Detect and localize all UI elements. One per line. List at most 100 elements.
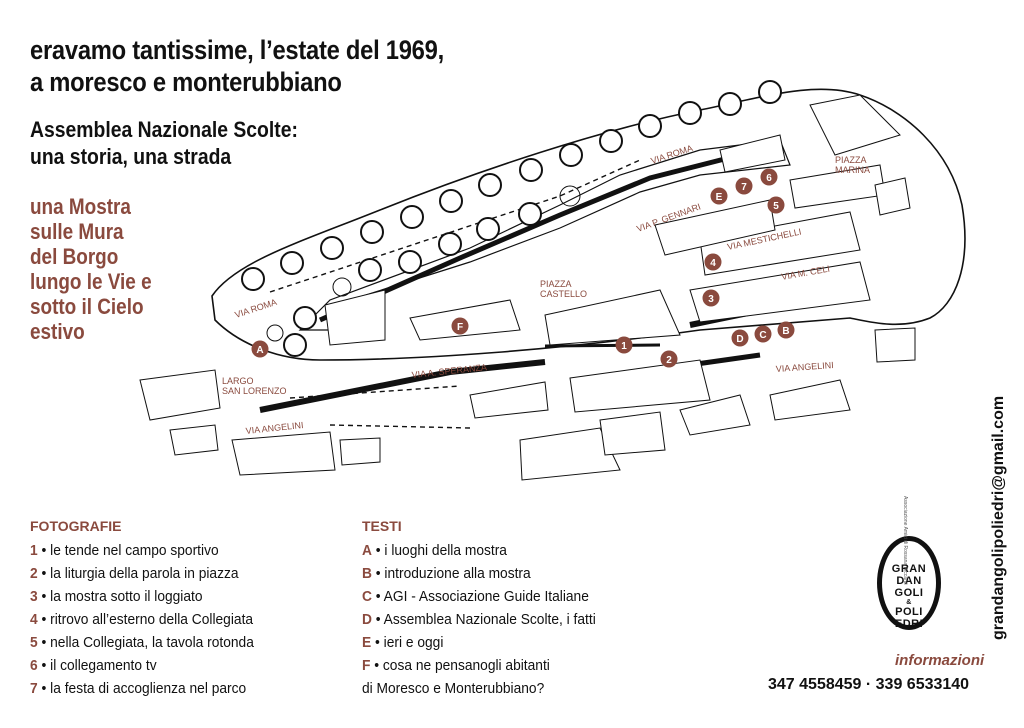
legend-text: • la mostra sotto il loggiato (37, 589, 203, 605)
marker-e[interactable]: E (710, 187, 728, 205)
legend-text: • Assemblea Nazionale Scolte, i fatti (371, 612, 596, 628)
legend-item: 2 • la liturgia della parola in piazza (30, 563, 254, 586)
grandangoli-poliedri-logo: GRAN DAN GOLI & POLI EDRI (877, 536, 941, 630)
place-label-piazza-castello: CASTELLO (540, 289, 587, 299)
legend-key: 7 (30, 681, 38, 697)
tree-icon (718, 92, 742, 116)
marker-1[interactable]: 1 (615, 336, 633, 354)
subtitle-line-1: Assemblea Nazionale Scolte: (30, 117, 298, 142)
tree-icon (599, 129, 623, 153)
building-block (699, 211, 861, 276)
legend-key: 5 (30, 635, 38, 651)
legend-item: B • introduzione alla mostra (362, 563, 596, 586)
legend-text: • introduzione alla mostra (371, 566, 531, 582)
building-block (679, 394, 751, 436)
tree-icon (559, 185, 581, 207)
marker-4[interactable]: 4 (704, 253, 722, 271)
svg-text:3: 3 (708, 294, 714, 305)
contact-email[interactable]: grandangolipoliedri@gmail.com (990, 395, 1007, 640)
tree-icon (400, 205, 424, 229)
building-block (809, 94, 901, 156)
place-label-piazza-castello: PIAZZA (540, 279, 572, 289)
thick-wall-segment (318, 147, 761, 323)
marker-c[interactable]: C (754, 325, 772, 343)
tagline-line: una Mostra (30, 194, 131, 219)
legend-text: • le tende nel campo sportivo (37, 543, 219, 559)
info-heading: informazioni (895, 652, 985, 669)
legend-key: A (362, 543, 372, 559)
legend-text: • i luoghi della mostra (371, 543, 507, 559)
marker-b[interactable]: B (777, 321, 795, 339)
legend-text: • ritrovo all’esterno della Collegiata (37, 612, 254, 628)
tree-icon (320, 236, 344, 260)
legend-key: 3 (30, 589, 38, 605)
svg-text:6: 6 (766, 173, 772, 184)
tree-icon (360, 220, 384, 244)
building-blocks (139, 94, 916, 481)
thick-wall-segment (544, 343, 661, 348)
tagline-line: del Borgo (30, 244, 119, 269)
thick-wall-segment (259, 359, 546, 413)
legend-item: C • AGI - Associazione Guide Italiane (362, 586, 596, 609)
legend-text: • la festa di accoglienza nel parco (37, 681, 247, 697)
tagline-line: sotto il Cielo (30, 294, 144, 319)
town-wall-outline (211, 88, 966, 361)
subtitle-line-2: una storia, una strada (30, 144, 232, 169)
building-block (719, 134, 786, 173)
logo-text: GOLI (894, 587, 924, 599)
legend-item: F • cosa ne pensanogli abitanti (362, 655, 596, 678)
svg-text:E: E (716, 192, 723, 203)
legend-continuation: di Moresco e Monterubbiano? (362, 681, 545, 697)
marker-2[interactable]: 2 (660, 350, 678, 368)
legend-key: 6 (30, 658, 38, 674)
legend-key: C (362, 589, 372, 605)
building-block (874, 177, 911, 216)
marker-6[interactable]: 6 (760, 168, 778, 186)
building-block (324, 289, 386, 346)
svg-text:B: B (782, 326, 789, 337)
legend-item: 4 • ritrovo all’esterno della Collegiata (30, 609, 254, 632)
legend-item: 6 • il collegamento tv (30, 655, 254, 678)
building-block (469, 381, 549, 419)
marker-3[interactable]: 3 (702, 289, 720, 307)
marker-a[interactable]: A (251, 340, 269, 358)
legend-key: D (362, 612, 372, 628)
logo-text: POLI (895, 606, 923, 618)
svg-text:C: C (759, 330, 766, 341)
tree-icon (358, 258, 382, 282)
svg-text:A: A (256, 345, 263, 356)
marker-d[interactable]: D (731, 329, 749, 347)
svg-text:4: 4 (710, 258, 716, 269)
marker-7[interactable]: 7 (735, 177, 753, 195)
marker-5[interactable]: 5 (767, 196, 785, 214)
fotografie-list: 1 • le tende nel campo sportivo 2 • la l… (30, 540, 254, 701)
svg-text:D: D (736, 334, 743, 345)
contact-phones[interactable]: 347 4558459 · 339 6533140 (768, 676, 970, 693)
logo-text: & (906, 599, 912, 606)
page-title: eravamo tantissime, l’estate del 1969, a… (30, 34, 444, 98)
building-block (544, 289, 681, 346)
logo-side-text: Associazione Amici di Rossana Riccardi (902, 496, 908, 585)
testi-heading: TESTI (362, 518, 402, 534)
building-block (874, 327, 916, 363)
tree-icon (241, 267, 265, 291)
building-block (569, 359, 711, 413)
fotografie-heading: FOTOGRAFIE (30, 518, 122, 534)
legend-item: D • Assemblea Nazionale Scolte, i fatti (362, 609, 596, 632)
building-block (231, 431, 336, 476)
tree-icon (678, 101, 702, 125)
street-label-via-roma: VIA ROMA (234, 297, 278, 320)
tree-row (241, 80, 782, 357)
legend-key: 2 (30, 566, 38, 582)
tagline: una Mostra sulle Mura del Borgo lungo le… (30, 194, 152, 344)
legend-key: 4 (30, 612, 38, 628)
tagline-line: estivo (30, 319, 85, 344)
marker-f[interactable]: F (451, 317, 469, 335)
legend-text: • il collegamento tv (37, 658, 157, 674)
legend-item: 7 • la festa di accoglienza nel parco (30, 678, 254, 701)
tree-icon (519, 158, 543, 182)
testi-list: A • i luoghi della mostra B • introduzio… (362, 540, 596, 701)
svg-text:2: 2 (666, 355, 672, 366)
tree-icon (293, 306, 317, 330)
